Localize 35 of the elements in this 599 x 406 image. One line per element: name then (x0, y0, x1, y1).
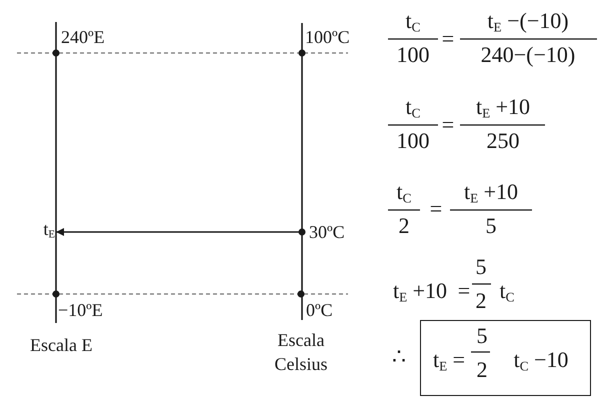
numerator: t$_{C}$ (404, 94, 422, 120)
denominator: 100 (396, 42, 430, 68)
result-box (420, 320, 591, 396)
numerator: t$_{E}$ +10 (474, 94, 532, 120)
equation-term: t$_{E}$ +10 (392, 278, 448, 304)
numerator: t$_{E}$ +10 (462, 179, 520, 205)
denominator: 250 (486, 128, 520, 154)
scale-value: 240ºE (61, 27, 106, 47)
equals-sign: = (428, 196, 444, 222)
equals-sign: = (440, 26, 456, 52)
scale-value: 100ºC (305, 27, 351, 47)
equation-term: t$_{C}$ (498, 278, 516, 304)
denominator: 2 (476, 357, 488, 383)
value-label: t$_{E}$ (24, 219, 55, 245)
arrow (56, 228, 302, 236)
denominator: 100 (396, 128, 430, 154)
denominator: 240−(−10) (480, 42, 576, 68)
equals-sign: = (440, 112, 456, 138)
numerator: 5 (474, 254, 488, 280)
numerator: t$_{C}$ (396, 179, 412, 205)
numerator: t$_{E}$ −(−10) (486, 8, 570, 34)
equation-term: t$_{E}$ = (432, 347, 466, 373)
therefore-sign: ∴ (391, 344, 407, 370)
equals-sign: = (456, 278, 472, 304)
scale-name: Escala E (30, 335, 94, 355)
equation-term: t$_{C}$ −10 (512, 347, 570, 373)
numerator: 5 (476, 323, 488, 349)
denominator: 2 (398, 213, 410, 239)
numerator: t$_{C}$ (404, 8, 422, 34)
scale-name: Escala Celsius (273, 329, 328, 376)
scale-value: 0ºC (306, 300, 334, 320)
denominator: 2 (474, 288, 488, 314)
denominator: 5 (484, 213, 498, 239)
value-label: 30ºC (303, 222, 353, 244)
scale-value: −10ºE (58, 300, 104, 320)
